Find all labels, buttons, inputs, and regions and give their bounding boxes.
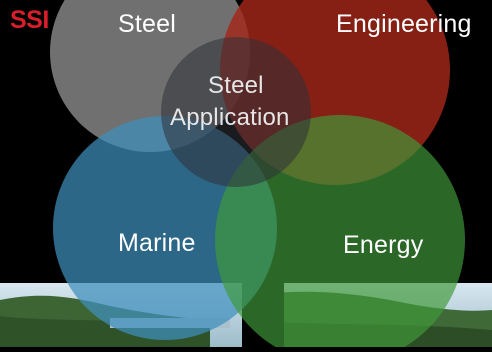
engineering-label: Engineering [336, 10, 472, 38]
brand-logo: SSI [10, 6, 49, 34]
center-label-line2: Application [170, 104, 290, 131]
steel-label: Steel [118, 10, 176, 38]
energy-label: Energy [343, 231, 424, 259]
steel-application-circle [161, 37, 311, 187]
marine-label: Marine [118, 229, 196, 257]
center-label-line1: Steel [208, 72, 264, 99]
